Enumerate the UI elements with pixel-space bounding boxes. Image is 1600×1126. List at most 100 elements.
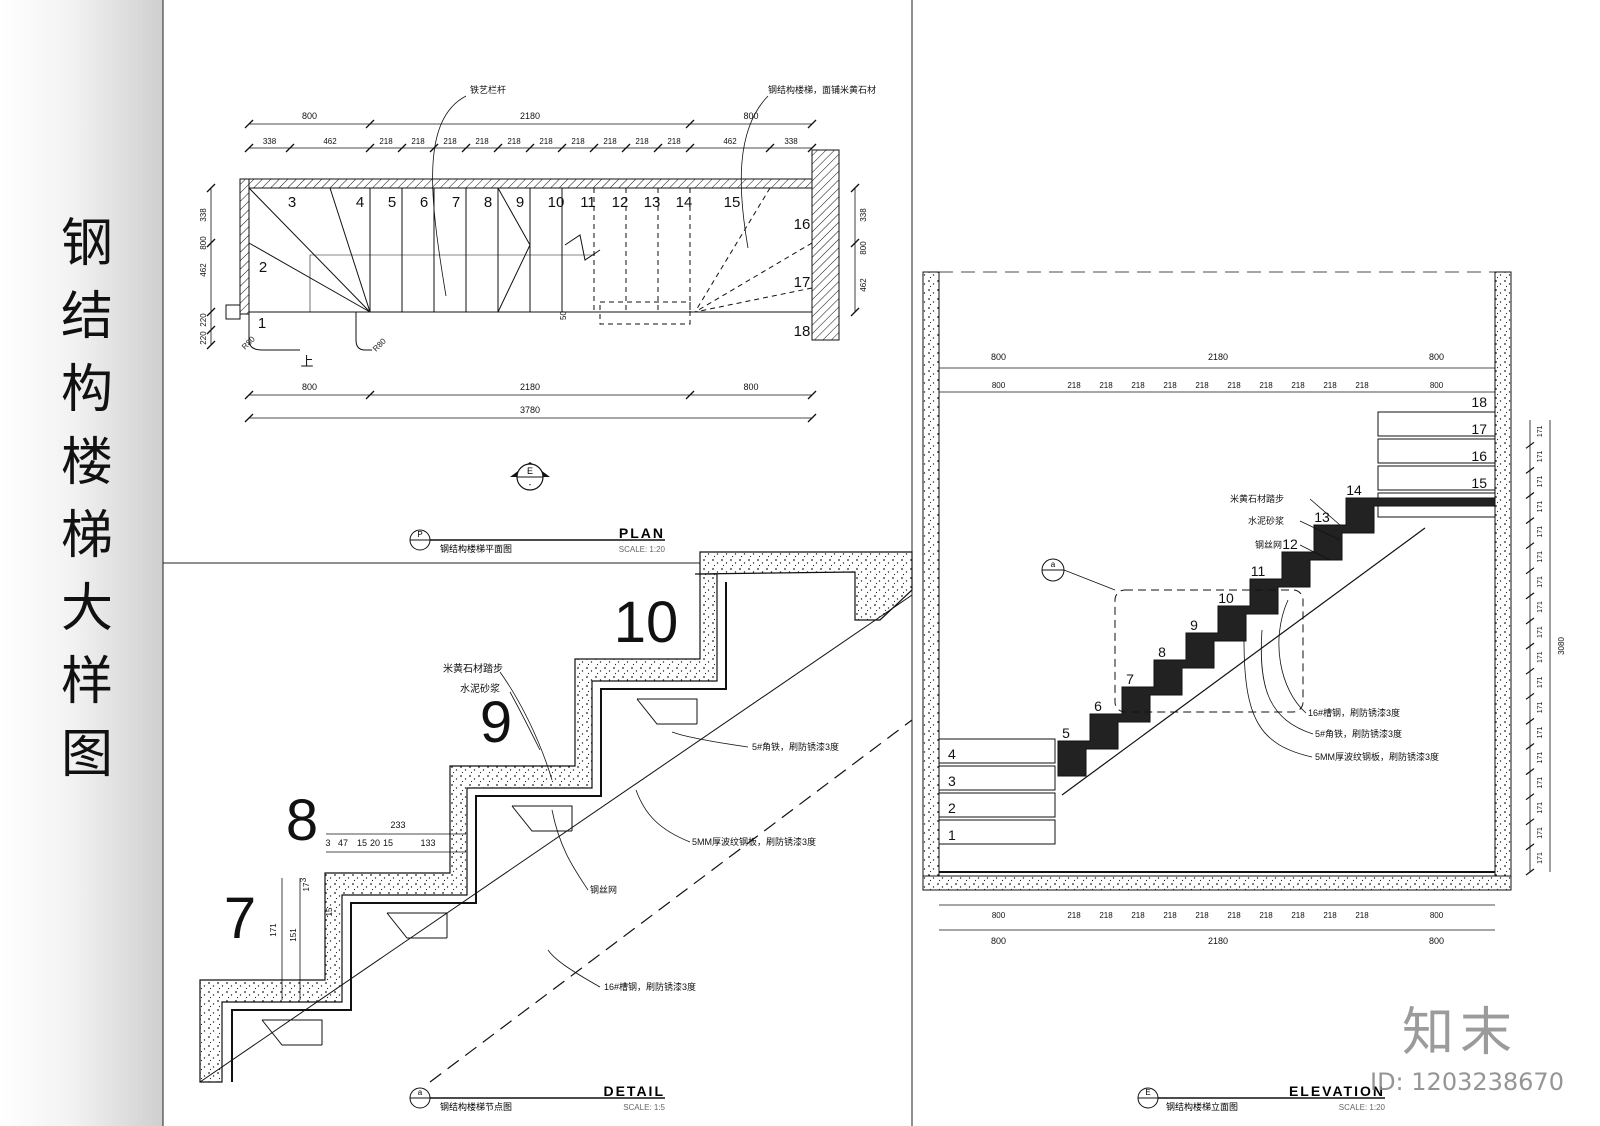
dimension-text: 218 xyxy=(635,137,649,146)
dimension-text: 218 xyxy=(1355,911,1369,920)
elev-riser-dim: 171 xyxy=(1537,802,1544,814)
elev-dim-tick xyxy=(1525,492,1535,499)
dimension-text: 218 xyxy=(603,137,617,146)
dim-tick xyxy=(461,143,471,153)
elev-step-number: 9 xyxy=(1190,617,1198,633)
plan-step-number: 7 xyxy=(452,194,460,211)
elev-dim-tick xyxy=(1525,466,1535,474)
plan-section-marker: E - xyxy=(510,462,550,491)
dim-tick xyxy=(285,143,295,153)
plan-up-label: 上 xyxy=(300,354,313,369)
elev-upper-block xyxy=(1377,411,1496,437)
dimension-text: 800 xyxy=(859,241,868,255)
dim-tick xyxy=(685,143,695,153)
elev-riser-dim: 171 xyxy=(1537,701,1544,713)
dimension-text: 462 xyxy=(723,137,737,146)
dim-tick xyxy=(765,143,775,153)
dimension-text: 218 xyxy=(475,137,489,146)
plan-step-number: 14 xyxy=(676,194,693,211)
elev-landing-steps xyxy=(938,411,1496,845)
dim-tick xyxy=(244,390,254,400)
sheet-title-char: 构 xyxy=(60,360,113,420)
plan-step-number: 17 xyxy=(794,274,811,291)
dimension-text: 218 xyxy=(1195,911,1209,920)
elev-note-channel: 16#槽钢，刷防锈漆3度 xyxy=(1308,707,1400,718)
dimension-text: 15 xyxy=(357,838,367,848)
detail-angle-iron xyxy=(636,698,698,725)
elev-dim-tick xyxy=(1525,868,1535,876)
elev-riser-dim: 171 xyxy=(1537,852,1544,864)
dim-tick xyxy=(365,119,375,129)
watermark-logo: 知末 xyxy=(1402,1003,1519,1063)
plan-leaders xyxy=(432,95,769,297)
elev-step-number: 14 xyxy=(1346,482,1362,498)
dimension-text: 15 xyxy=(383,838,393,848)
dimension-text: 220 xyxy=(199,331,208,345)
elev-stringer xyxy=(1061,527,1426,796)
detail-angle-iron xyxy=(386,912,448,939)
dimension-text: 15 xyxy=(325,907,334,916)
elev-dim-tick xyxy=(1525,768,1535,776)
elev-step-number: 18 xyxy=(1471,394,1487,410)
plan-note-railing: 铁艺栏杆 xyxy=(470,84,506,95)
elev-riser-dim: 171 xyxy=(1537,601,1544,613)
detail-note-angle: 5#角铁，刷防锈漆3度 xyxy=(752,741,839,752)
dimension-text: 218 xyxy=(1227,381,1241,390)
dimension-text: 800 xyxy=(1429,936,1444,946)
elevation-view xyxy=(922,271,1551,931)
elev-caption: 钢结构楼梯立面图 xyxy=(1166,1101,1238,1112)
dimension-text: 218 xyxy=(1163,381,1177,390)
dimension-text: 3780 xyxy=(520,405,540,415)
detail-step-number: 8 xyxy=(286,788,318,853)
detail-note-channel: 16#槽钢，刷防锈漆3度 xyxy=(604,981,696,992)
dimension-text: 218 xyxy=(507,137,521,146)
dimension-text: 800 xyxy=(743,111,758,121)
dimension-text: 218 xyxy=(1163,911,1177,920)
dimension-text: 20 xyxy=(370,838,380,848)
sidebar: 钢结构楼梯大样图 xyxy=(0,0,163,1126)
dimension-text: 338 xyxy=(199,208,208,222)
elev-note-plate: 5MM厚波纹钢板，刷防锈漆3度 xyxy=(1315,751,1439,762)
plan-wall-right xyxy=(811,149,840,341)
dimension-text: 218 xyxy=(1131,381,1145,390)
plan-step-number: 6 xyxy=(420,194,428,211)
elev-dim-tick xyxy=(1525,818,1535,826)
dim-tick xyxy=(206,238,216,248)
dimension-text: 800 xyxy=(1429,352,1444,362)
elev-step-number: 11 xyxy=(1251,563,1266,579)
detail-label: DETAIL xyxy=(603,1083,665,1099)
detail-step-number: 7 xyxy=(224,886,256,951)
elev-step-number: 17 xyxy=(1471,421,1487,437)
dimension-text: 220 xyxy=(199,313,208,327)
elev-step-number: 4 xyxy=(948,746,956,762)
dim-tick xyxy=(807,390,817,400)
dimension-text: 218 xyxy=(1259,911,1273,920)
dimension-text: 218 xyxy=(667,137,681,146)
detail-note-mortar: 水泥砂浆 xyxy=(460,682,500,695)
elev-riser-dim: 171 xyxy=(1537,501,1544,513)
dimension-text: 3 xyxy=(299,877,308,882)
elev-wall-right xyxy=(1494,271,1512,877)
elev-label: ELEVATION xyxy=(1289,1083,1385,1099)
elev-riser-dim: 171 xyxy=(1537,425,1544,437)
dim-tick xyxy=(557,143,567,153)
elev-riser-dim: 171 xyxy=(1537,576,1544,588)
elev-step-number: 7 xyxy=(1126,671,1134,687)
sheet-title-char: 楼 xyxy=(60,433,113,493)
dimension-text: 218 xyxy=(1227,911,1241,920)
elev-step-number: 16 xyxy=(1471,448,1487,464)
detail-note-stone: 米黄石材踏步 xyxy=(443,662,503,675)
plan-step-number: 15 xyxy=(724,194,741,211)
elev-floor xyxy=(922,875,1512,891)
elev-landing-block xyxy=(938,819,1056,845)
elev-scale: SCALE: 1:20 xyxy=(1339,1103,1386,1112)
dimension-text: 218 xyxy=(443,137,457,146)
sheet-title-char: 钢 xyxy=(60,214,113,274)
plan-step-number: 11 xyxy=(580,194,596,211)
elev-riser-dim: 171 xyxy=(1537,551,1544,563)
elev-dim-tick xyxy=(1525,592,1535,600)
elev-leaders xyxy=(1243,498,1341,758)
dimension-text: 800 xyxy=(1430,911,1444,920)
detail-steel-plate xyxy=(231,582,727,1082)
